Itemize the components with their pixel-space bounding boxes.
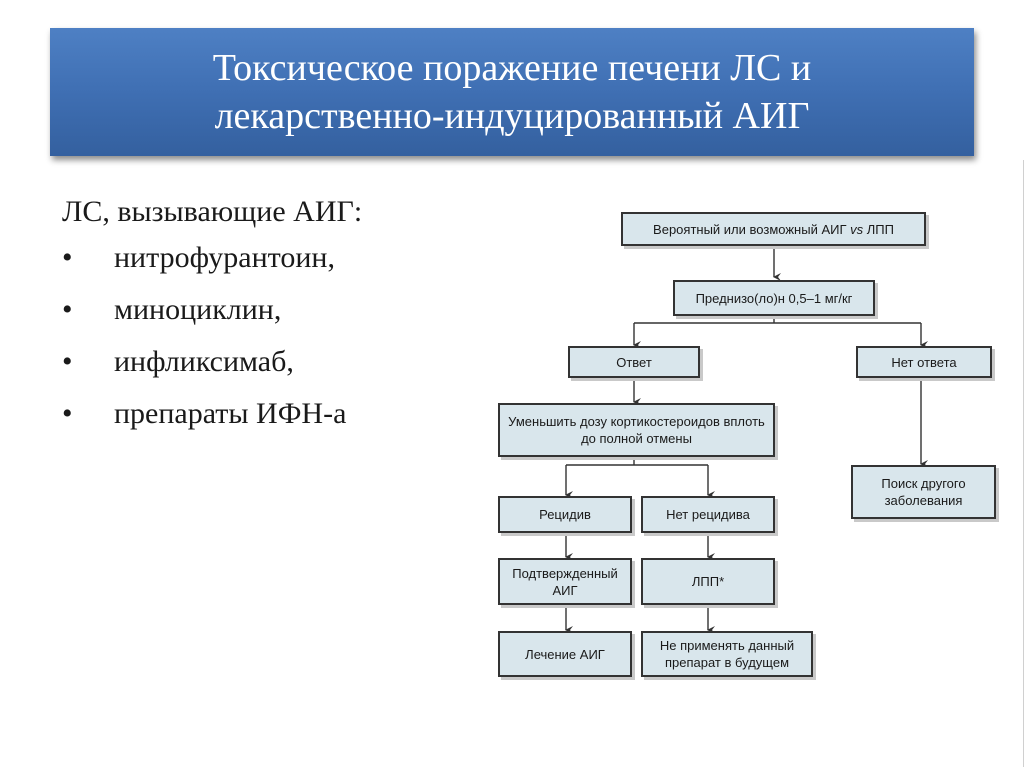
box-reduce-dose: Уменьшить дозу кортикостероидов вплоть д… <box>498 403 775 457</box>
bullet-text: препараты ИФН-а <box>114 397 347 430</box>
box-avoid-drug-text: Не применять данный препарат в будущем <box>659 638 795 670</box>
bullet-item: • инфликсимаб, <box>62 342 482 382</box>
box-confirmed-aih-text: Подтвержденный АИГ <box>512 565 618 598</box>
box-dili-text: ЛПП* <box>691 574 725 589</box>
box-search-other-disease: Поиск другого заболевания <box>851 465 996 519</box>
drug-list: ЛС, вызывающие АИГ: • нитрофурантоин, • … <box>62 192 482 446</box>
box-no-response: Нет ответа <box>856 346 992 378</box>
bullet-icon: • <box>62 241 73 274</box>
bullet-text: нитрофурантоин, <box>114 241 335 274</box>
bullet-icon: • <box>62 397 73 430</box>
box-no-relapse-text: Нет рецидива <box>666 507 750 522</box>
box-no-response-text: Нет ответа <box>891 354 957 370</box>
title-banner: Токсическое поражение печени ЛС и лекарс… <box>50 28 974 156</box>
box-no-relapse: Нет рецидива <box>641 496 775 533</box>
box-dili: ЛПП* <box>641 558 775 605</box>
box-treat-aih: Лечение АИГ <box>498 631 632 677</box>
box-search-other-text: Поиск другого заболевания <box>881 476 966 508</box>
title-line-1: Токсическое поражение печени ЛС и <box>212 47 812 89</box>
box-probable-aih-text: Вероятный или возможный АИГ vs ЛПП <box>653 221 894 237</box>
box-reduce-dose-text: Уменьшить дозу кортикостероидов вплоть д… <box>508 414 765 446</box>
bullet-item: • нитрофурантоин, <box>62 238 482 278</box>
bullet-item: • миноциклин, <box>62 290 482 330</box>
box-prednisone: Преднизо(ло)н 0,5–1 мг/кг <box>673 280 875 316</box>
box-treat-aih-text: Лечение АИГ <box>525 646 605 662</box>
title-line-2: лекарственно-индуцированный АИГ <box>214 95 810 137</box>
box-relapse-text: Рецидив <box>539 507 591 522</box>
bullet-icon: • <box>62 293 73 326</box>
box-avoid-drug: Не применять данный препарат в будущем <box>641 631 813 677</box>
box-response-text: Ответ <box>616 354 652 370</box>
drug-list-heading: ЛС, вызывающие АИГ: <box>62 195 363 228</box>
bullet-text: инфликсимаб, <box>114 345 294 378</box>
bullet-icon: • <box>62 345 73 378</box>
box-response: Ответ <box>568 346 700 378</box>
box-probable-aih-vs-dili: Вероятный или возможный АИГ vs ЛПП <box>621 212 926 246</box>
box-confirmed-aih: Подтвержденный АИГ <box>498 558 632 605</box>
bullet-item: • препараты ИФН-а <box>62 394 482 434</box>
box-prednisone-text: Преднизо(ло)н 0,5–1 мг/кг <box>695 290 853 306</box>
bullet-text: миноциклин, <box>114 293 282 326</box>
box-relapse: Рецидив <box>498 496 632 533</box>
